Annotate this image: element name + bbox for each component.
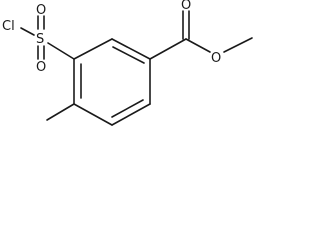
ring-double-bond-inner-1 <box>112 46 145 64</box>
ring-bond-c1-c2 <box>111 38 151 60</box>
atom-o-lower: O <box>36 60 46 75</box>
bond-ester-oxygen-to-methyl <box>223 37 253 53</box>
bond-ring-to-methyl <box>46 103 75 121</box>
structure-diagram: O O Cl S O O <box>2 0 253 126</box>
bond-carbon-to-ester-oxygen <box>185 38 211 53</box>
atom-o-upper: O <box>36 3 46 18</box>
sulfonyl-chloride-group: Cl S O O <box>2 3 75 75</box>
atom-o-ester: O <box>211 51 221 66</box>
bond-sulfur-to-chlorine <box>20 27 35 36</box>
atom-o-carbonyl: O <box>181 0 191 13</box>
ring-bond-c3-c4 <box>111 103 151 126</box>
atom-cl: Cl <box>2 19 15 34</box>
ring-bond-c6-c1 <box>73 38 113 60</box>
ring-double-bond-inner-2 <box>111 99 144 118</box>
ester-group: O O <box>149 0 253 66</box>
benzene-ring <box>73 38 151 126</box>
ring-bond-c4-c5 <box>73 103 113 126</box>
bond-ring-to-sulfur <box>47 42 75 60</box>
bond-ring-to-carbonyl-carbon <box>149 38 187 60</box>
methyl-group <box>46 103 75 121</box>
atom-s: S <box>36 32 44 47</box>
